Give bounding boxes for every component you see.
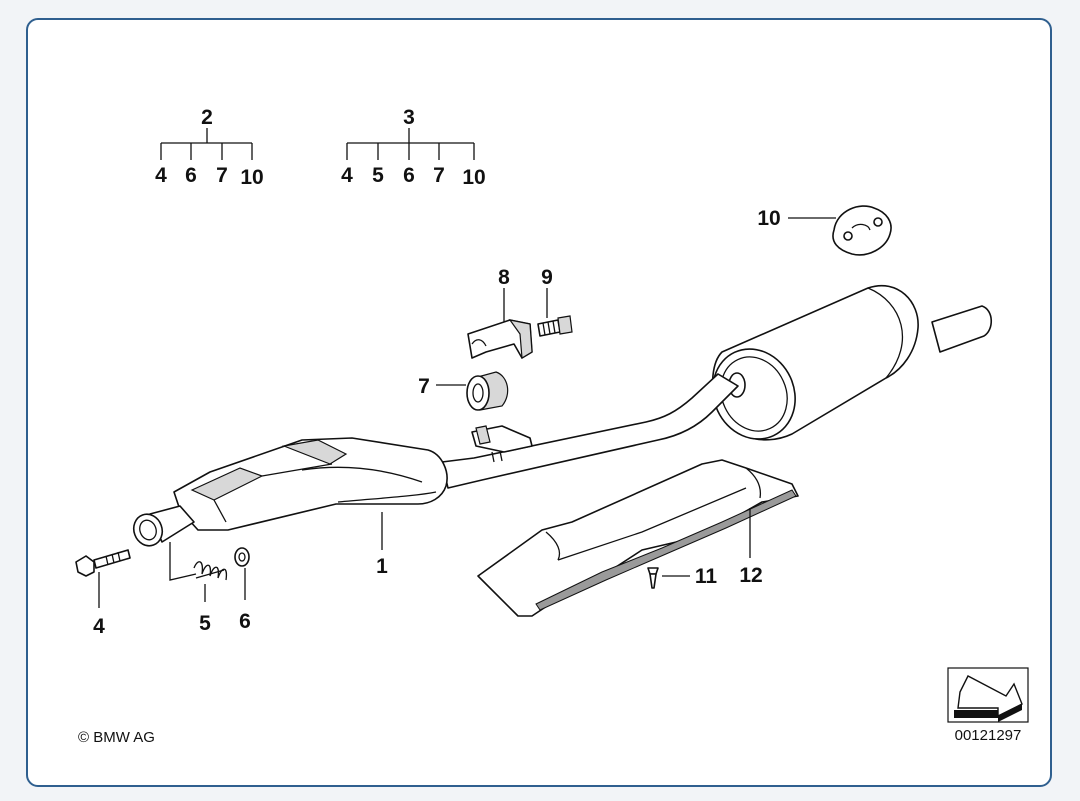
copyright-label: © BMW AG	[78, 729, 155, 746]
screw-part-11[interactable]	[647, 567, 659, 589]
group-3-child-label[interactable]: 5	[372, 164, 384, 187]
callout-8[interactable]: 8	[498, 266, 510, 289]
group-3-child-label[interactable]: 7	[433, 164, 445, 187]
group-2-child-label[interactable]: 4	[155, 164, 167, 187]
group-3-parent-label[interactable]: 3	[403, 106, 415, 129]
group-3-child-label[interactable]: 6	[403, 164, 415, 187]
exhaust-parts-diagram: 2 4 6 7 10 3 4 5 6 7 10 10	[75, 106, 1029, 746]
spring-part-5[interactable]	[193, 561, 228, 581]
drawing-reference-box: 00121297	[947, 667, 1029, 744]
clamp-part-8[interactable]	[467, 319, 533, 360]
callout-12[interactable]: 12	[739, 564, 762, 587]
group-2-child-label[interactable]: 6	[185, 164, 197, 187]
group-2-child-label[interactable]: 10	[240, 166, 263, 189]
drawing-number: 00121297	[955, 727, 1022, 744]
callout-9[interactable]: 9	[541, 266, 553, 289]
group-2-child-label[interactable]: 7	[216, 164, 228, 187]
callout-5[interactable]: 5	[199, 612, 211, 635]
leader-group-5-6	[169, 542, 197, 581]
callout-4[interactable]: 4	[93, 615, 105, 638]
callout-6[interactable]: 6	[239, 610, 251, 633]
exhaust-pipe[interactable]	[441, 373, 739, 489]
group-3-child-label[interactable]: 10	[462, 166, 485, 189]
arrow-base	[954, 710, 998, 718]
bolt-part-9[interactable]	[537, 315, 573, 337]
rubber-ring-part-7[interactable]	[466, 371, 509, 411]
arrow-shadow	[998, 704, 1022, 722]
front-silencer-part-1[interactable]	[129, 437, 448, 550]
nut-part-6[interactable]	[234, 547, 250, 567]
group-2-tree: 2 4 6 7 10	[155, 106, 264, 189]
callout-10[interactable]: 10	[757, 207, 780, 230]
group-3-child-label[interactable]: 4	[341, 164, 353, 187]
gasket-part-10[interactable]	[832, 205, 892, 256]
bolt-part-4[interactable]	[75, 549, 131, 577]
callout-7[interactable]: 7	[418, 375, 430, 398]
callout-1[interactable]: 1	[376, 555, 388, 578]
group-2-parent-label[interactable]: 2	[201, 106, 213, 129]
callout-11[interactable]: 11	[695, 565, 718, 588]
rear-muffler[interactable]	[698, 285, 993, 453]
diagram-frame: 2 4 6 7 10 3 4 5 6 7 10 10	[26, 18, 1052, 787]
heat-shield-part-12[interactable]	[477, 459, 799, 617]
group-3-tree: 3 4 5 6 7 10	[341, 106, 486, 189]
